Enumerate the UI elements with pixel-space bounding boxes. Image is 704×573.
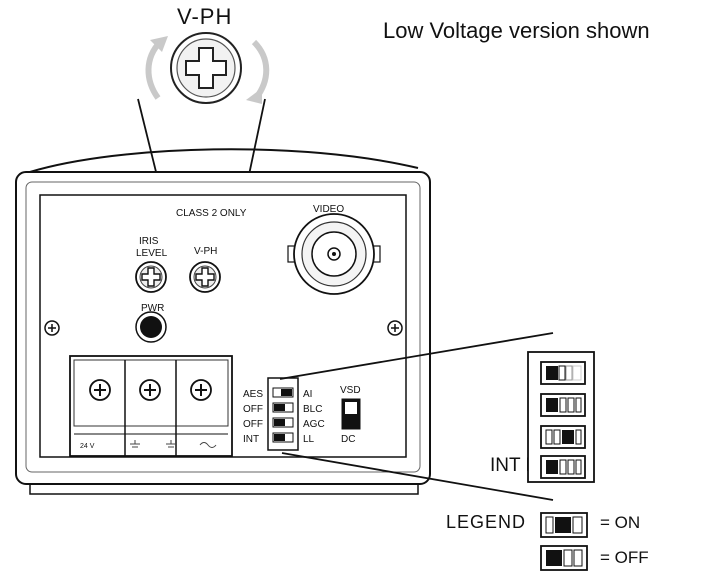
dip-left-label-1: AES bbox=[243, 389, 263, 400]
dip-right-label-1: AI bbox=[303, 389, 312, 400]
dip-switch-1[interactable] bbox=[272, 387, 294, 398]
vph-knob-callout bbox=[137, 32, 270, 280]
iris-label-1: IRIS bbox=[139, 236, 159, 247]
dip-switch-bank bbox=[267, 377, 299, 451]
vph-pot[interactable] bbox=[189, 261, 221, 293]
terminal-block: 24 V bbox=[69, 355, 233, 457]
vph-small-label: V-PH bbox=[194, 246, 217, 257]
zoomed-dip-switch-detail bbox=[527, 351, 595, 483]
zoom-line-top bbox=[279, 332, 554, 380]
zoom-switch-1 bbox=[540, 361, 586, 385]
housing-bottom-lip bbox=[29, 484, 419, 495]
ground-symbol-2-icon bbox=[166, 440, 176, 448]
dip-right-label-3: AGC bbox=[303, 419, 325, 430]
vsd-label: VSD bbox=[340, 385, 361, 396]
video-bnc-connector bbox=[287, 213, 381, 295]
dc-label: DC bbox=[341, 434, 355, 445]
housing-top-curve bbox=[29, 148, 419, 173]
terminal-label-4-mark bbox=[199, 442, 217, 448]
legend-on-label: = ON bbox=[600, 513, 641, 532]
dip-right-label-2: BLC bbox=[303, 404, 322, 415]
phillips-cross-icon bbox=[185, 47, 227, 89]
housing-inner-border bbox=[25, 181, 421, 473]
dip-left-label-4: INT bbox=[243, 434, 259, 445]
legend-off-swatch bbox=[540, 545, 588, 571]
vsd-dc-slide-switch[interactable] bbox=[341, 398, 361, 430]
pwr-label: PWR bbox=[141, 303, 164, 314]
terminal-screw-1[interactable] bbox=[89, 379, 111, 401]
class2-label: CLASS 2 ONLY bbox=[176, 208, 247, 219]
dip-switch-2[interactable] bbox=[272, 402, 294, 413]
vph-cross-icon bbox=[195, 267, 215, 287]
legend-on-swatch bbox=[540, 512, 588, 538]
legend-off-label: = OFF bbox=[600, 548, 649, 567]
mount-screw-left bbox=[44, 320, 60, 336]
zoom-switch-2 bbox=[540, 393, 586, 417]
terminal-screw-2[interactable] bbox=[139, 379, 161, 401]
rotate-right-arrowhead-icon bbox=[246, 88, 262, 104]
iris-level-pot[interactable] bbox=[135, 261, 167, 293]
terminal-screw-3[interactable] bbox=[190, 379, 212, 401]
zoom-line-bottom bbox=[281, 452, 554, 501]
dip-left-label-3: OFF bbox=[243, 419, 263, 430]
dip-switch-3[interactable] bbox=[272, 417, 294, 428]
dip-left-label-2: OFF bbox=[243, 404, 263, 415]
pwr-led bbox=[135, 311, 167, 343]
iris-cross-icon bbox=[141, 267, 161, 287]
zoom-switch-4 bbox=[540, 455, 586, 479]
zoom-switch-3 bbox=[540, 425, 586, 449]
ground-symbol-icon bbox=[130, 440, 140, 448]
dip-switch-4[interactable] bbox=[272, 432, 294, 443]
rotate-left-arrowhead-icon bbox=[150, 36, 168, 52]
iris-label-2: LEVEL bbox=[136, 248, 168, 259]
video-label: VIDEO bbox=[313, 204, 344, 215]
rotate-left-arrow-icon bbox=[145, 39, 163, 100]
camera-housing: CLASS 2 ONLY VIDEO IRIS LEVEL V-PH bbox=[15, 148, 431, 495]
dip-right-label-4: LL bbox=[303, 434, 315, 445]
terminal-label-1: 24 V bbox=[80, 443, 95, 450]
version-note: Low Voltage version shown bbox=[383, 18, 650, 43]
vph-callout-label: V-PH bbox=[177, 4, 233, 29]
mount-screw-right bbox=[387, 320, 403, 336]
legend-title: LEGEND bbox=[446, 512, 527, 532]
